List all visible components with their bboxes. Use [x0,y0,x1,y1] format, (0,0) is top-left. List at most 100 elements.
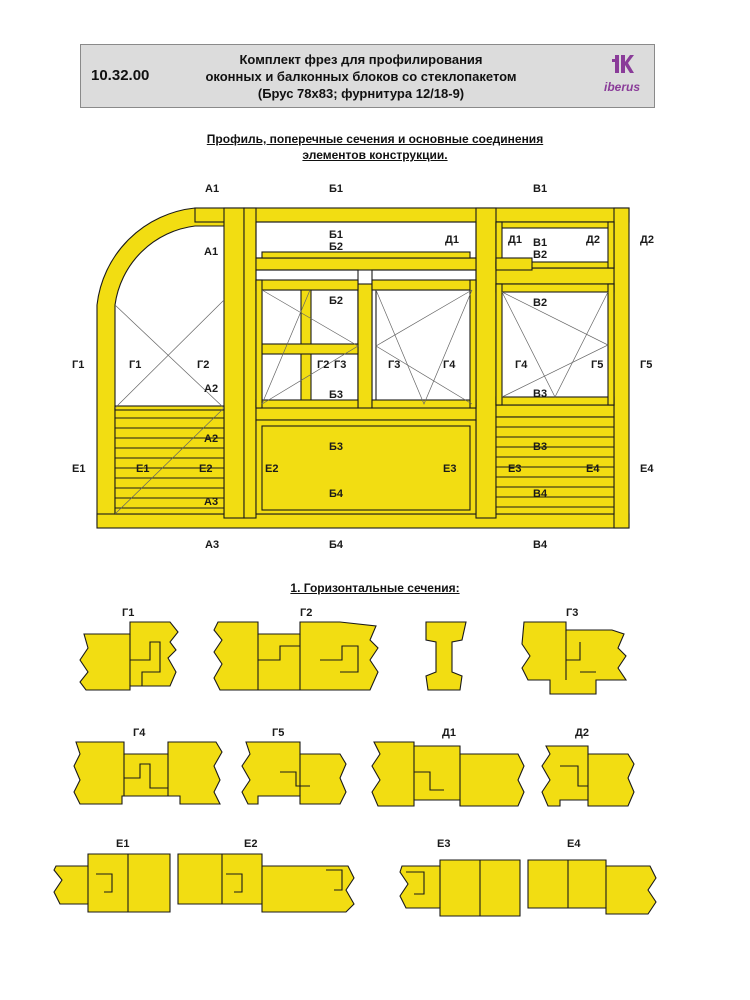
ik-mark-icon [612,55,634,73]
subtitle-line-2: элементов конструкции. [302,148,448,162]
label-b3-b: Б3 [329,441,343,453]
profile-d1 [371,741,525,807]
label-v4: В4 [533,488,548,500]
sash-bar-h [261,343,359,355]
profile-g5 [241,741,347,805]
opening-lines [114,289,609,515]
label-g1-in: Г1 [129,359,141,371]
iberus-logo: iberus [604,55,640,94]
diagram-subtitle: Профиль, поперечные сечения и основные с… [140,131,610,163]
frame-bottom [96,513,630,529]
label-v4-b: В4 [533,539,548,551]
profile-label-g1: Г1 [122,607,134,619]
profile-g3 [521,621,628,695]
label-v1-top: В1 [533,183,547,195]
profile-label-d2: Д2 [575,727,589,739]
profile-label-e4: Е4 [567,838,581,850]
title-line-3: (Брус 78x83; фурнитура 12/18-9) [257,86,465,101]
sash-frame-l [255,279,263,409]
label-a2-b: А2 [204,433,218,445]
label-b2: Б2 [329,241,343,253]
profile-label-d1: Д1 [442,727,456,739]
label-g5-in: Г5 [640,359,652,371]
upper-right-sash-t [495,221,615,229]
label-e3: Е3 [443,463,456,475]
label-v3: В3 [533,388,547,400]
section-markers: А1 А1 А2 А2 А3 А3 Б1 Б1 Б2 Б2 Б3 Б3 Б4 Б… [72,183,654,551]
header-box: 10.32.00 Комплект фрез для профилировани… [80,44,655,108]
profile-e2 [177,853,355,913]
label-d1-in: Д1 [508,234,522,246]
frame-left-inner [114,405,225,411]
label-g4-in: Г4 [515,359,528,371]
label-b1-in: Б1 [329,229,343,241]
label-e2: Е2 [199,463,212,475]
label-a1-top: А1 [205,183,219,195]
section-title: 1. Горизонтальные сечения: [290,581,460,595]
logo-text: iberus [604,80,640,94]
frame-top [194,207,630,223]
profile-e4 [527,859,657,915]
label-d2: Д2 [586,234,600,246]
transom-upper-left [255,257,477,271]
catalog-code: 10.32.00 [91,67,150,84]
profile-g4 [73,741,223,805]
profiles [53,621,657,917]
label-a1-in: А1 [204,246,218,258]
sash-frame-top-l [255,279,359,291]
sash-frame-bot-l [255,399,359,409]
label-b3: Б3 [329,389,343,401]
title-line-2: оконных и балконных блоков со стеклопаке… [205,69,517,84]
profile-g3-small [425,621,467,691]
mullion-3 [475,207,497,519]
upper-left-frame-b [261,251,471,259]
profile-label-g3: Г3 [566,607,578,619]
header-title: Комплект фрез для профилирования оконных… [181,51,541,102]
label-b2-b: Б2 [329,295,343,307]
sash-frame-top-r [371,279,477,291]
title-line-1: Комплект фрез для профилирования [239,52,483,67]
label-e1: Е1 [72,463,85,475]
label-d1: Д1 [445,234,459,246]
panel-center-inner [261,425,471,511]
sash-right-inner [375,289,473,405]
label-d2-in: Д2 [640,234,654,246]
mullion-2 [243,207,257,519]
label-v3-b: В3 [533,441,547,453]
upper-right-sash-r [607,221,615,269]
label-b4-b: Б4 [329,539,344,551]
mullion-1 [223,207,245,519]
sash-frame-r [469,279,477,409]
sash-right-window [495,283,615,406]
vent-mini [495,257,533,271]
label-a2: А2 [204,383,218,395]
label-v1-in: В1 [533,237,547,249]
label-g1: Г1 [72,359,84,371]
profile-label-g2: Г2 [300,607,312,619]
sash-right-frame-l [495,283,503,406]
label-g5: Г5 [591,359,603,371]
label-a3: А3 [204,496,218,508]
profile-label-e2: Е2 [244,838,257,850]
sash-right-frame-b [495,396,615,406]
panel-right-boards [495,416,615,515]
label-v2: В2 [533,249,547,261]
profile-g2 [213,621,379,691]
profile-label-g5: Г5 [272,727,284,739]
label-g4: Г4 [443,359,456,371]
label-g2: Г2 [197,359,209,371]
sash-post-b [357,283,373,409]
profile-label-e3: Е3 [437,838,450,850]
label-b4: Б4 [329,488,344,500]
label-e4: Е4 [586,463,600,475]
label-e2-in: Е2 [265,463,278,475]
label-g3-in: Г3 [388,359,400,371]
label-e3-in: Е3 [508,463,521,475]
profile-label-e1: Е1 [116,838,129,850]
profile-label-g4: Г4 [133,727,146,739]
label-v2-b: В2 [533,297,547,309]
label-g3: Г3 [334,359,346,371]
label-g2-in: Г2 [317,359,329,371]
profile-e3 [399,859,521,917]
